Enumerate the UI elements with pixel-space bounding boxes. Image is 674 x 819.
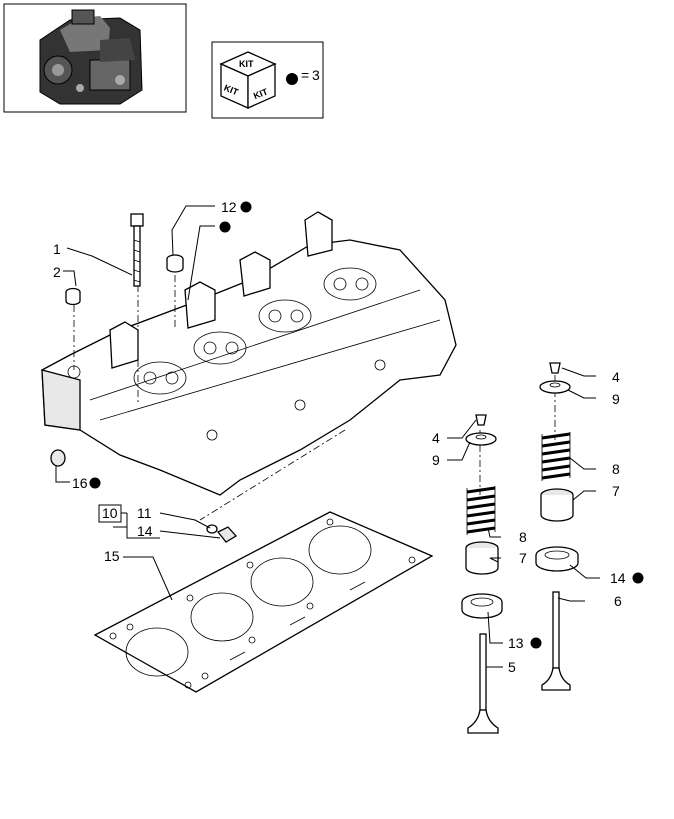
legend-equals: = (301, 67, 309, 83)
valve-spring-part (466, 486, 496, 535)
valve-seat-ring-part-left (461, 593, 503, 619)
kit-dot-icon (89, 477, 101, 489)
threaded-plug-part (216, 526, 238, 543)
callout-10-box (98, 504, 122, 523)
callout-12: 12 (221, 199, 237, 215)
callout-2: 2 (53, 264, 61, 280)
valve-collet-part-right (549, 362, 561, 374)
plug-part (166, 254, 184, 273)
kit-dot-icon (286, 73, 298, 85)
callout-8-right: 8 (612, 461, 620, 477)
cap-plug-part (65, 287, 81, 306)
valve-collet-part (475, 414, 487, 426)
callout-4-left: 4 (432, 430, 440, 446)
spring-seat-part (465, 541, 499, 575)
engine-thumbnail-icon (39, 9, 143, 105)
callout-15: 15 (104, 548, 120, 564)
spring-retainer-part (465, 432, 497, 446)
kit-dot-icon (219, 221, 231, 233)
spring-retainer-part-right (539, 380, 571, 394)
washer-part (206, 524, 218, 534)
kit-box-icon: KIT KIT KIT (219, 51, 277, 110)
cylinder-head (41, 211, 457, 496)
callout-14-right: 14 (610, 570, 626, 586)
callout-7-right: 7 (612, 483, 620, 499)
callout-14-left: 14 (137, 523, 153, 539)
callout-10: 10 (102, 505, 118, 521)
callout-7-left: 7 (519, 550, 527, 566)
kit-label-top: KIT (239, 59, 254, 69)
legend-kit-ref: 3 (312, 67, 320, 83)
callout-9-right: 9 (612, 391, 620, 407)
bolt-part (130, 213, 144, 287)
callout-11: 11 (137, 505, 152, 521)
valve-seat-ring-part (535, 546, 579, 572)
callout-5: 5 (508, 659, 516, 675)
intake-valve-part (467, 633, 499, 734)
callout-1: 1 (53, 241, 61, 257)
seal-plug-part (50, 449, 66, 467)
valve-spring-part-right (541, 432, 571, 481)
callout-6: 6 (614, 593, 622, 609)
leader-lines (55, 205, 600, 668)
callout-9-left: 9 (432, 452, 440, 468)
callout-16: 16 (72, 475, 88, 491)
kit-dot-icon (240, 201, 252, 213)
callout-4-right: 4 (612, 369, 620, 385)
kit-dot-icon (530, 637, 542, 649)
exhaust-valve-part (541, 591, 571, 691)
head-gasket (93, 511, 434, 693)
spring-seat-part-right (540, 488, 574, 522)
callout-8-left: 8 (519, 529, 527, 545)
callout-13: 13 (508, 635, 524, 651)
kit-dot-icon (632, 572, 644, 584)
